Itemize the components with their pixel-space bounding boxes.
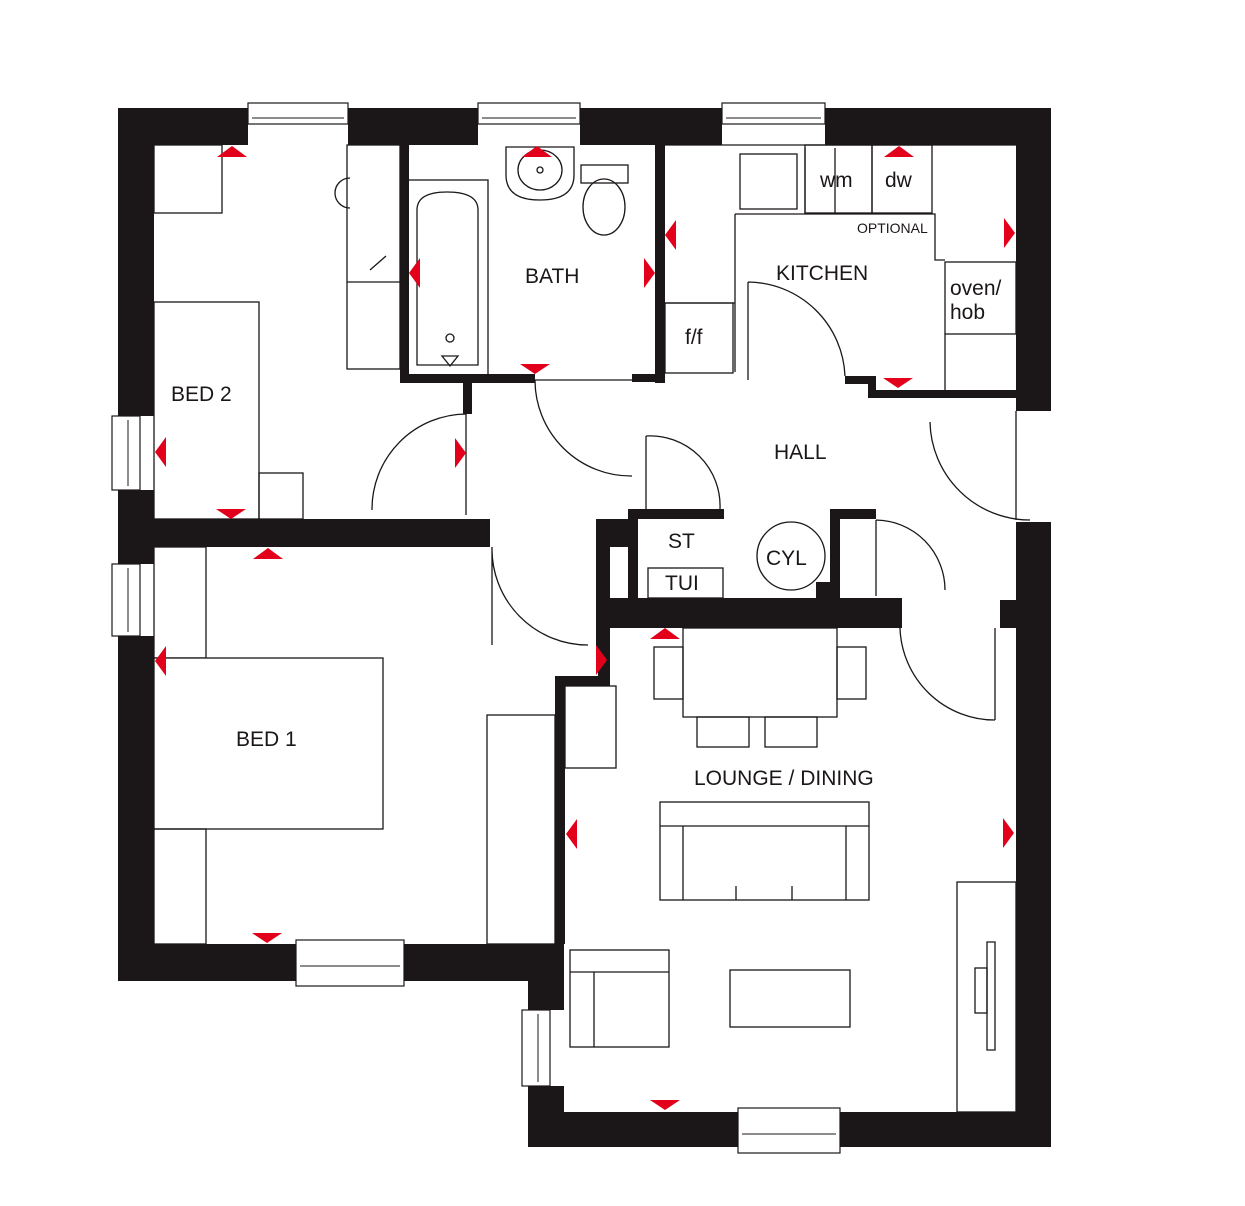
- dining-chair-bottom-1: [696, 716, 750, 748]
- dining-table: [682, 627, 838, 718]
- bed2-bedside-top: [153, 144, 223, 214]
- arrow-up-icon: [253, 548, 283, 559]
- toilet-bowl: [582, 178, 626, 236]
- arrow-down-icon: [520, 364, 550, 374]
- label-oven: oven/: [950, 277, 1002, 300]
- coffee-table: [729, 969, 851, 1028]
- room-label-hall: HALL: [774, 441, 827, 464]
- window-kitchen-top: [721, 102, 826, 125]
- oven-hob: [944, 261, 1017, 335]
- window-bath-top: [477, 102, 581, 125]
- bed2-door[interactable]: [371, 413, 467, 515]
- room-label-bed2: BED 2: [171, 383, 232, 406]
- window-bed2-left: [111, 415, 141, 491]
- tv-unit: [956, 881, 1017, 1113]
- label-dw: dw: [885, 169, 913, 192]
- label-hob: hob: [950, 301, 985, 324]
- arrow-left-icon: [155, 437, 166, 467]
- fridge-freezer: [664, 302, 734, 374]
- arrow-down-icon: [650, 1100, 680, 1110]
- bath-door[interactable]: [534, 379, 633, 477]
- label-wm: wm: [819, 169, 853, 192]
- arrow-right-icon: [455, 438, 466, 468]
- bed1-wardrobe: [486, 714, 556, 945]
- arrow-up-icon: [650, 628, 680, 639]
- arrow-right-icon: [644, 258, 655, 288]
- label-tui: TUI: [665, 572, 699, 595]
- arrow-down-icon: [216, 509, 246, 519]
- tv: [974, 967, 988, 1014]
- window-bed1-bottom: [295, 939, 405, 987]
- bed1-bedside-bottom: [153, 828, 207, 945]
- kitchen-sink: [739, 153, 798, 210]
- room-label-store: ST: [668, 530, 695, 553]
- label-optional: OPTIONAL: [857, 220, 928, 236]
- room-label-bed1: BED 1: [236, 728, 297, 751]
- window-lounge-left: [521, 1009, 551, 1087]
- bed1-door[interactable]: [491, 546, 589, 646]
- bath-tub: [406, 179, 489, 377]
- basin: [505, 146, 575, 201]
- arrow-left-icon: [566, 819, 577, 849]
- arrow-right-icon: [1004, 218, 1015, 248]
- room-label-bath: BATH: [525, 265, 579, 288]
- dining-chair-left: [653, 646, 684, 700]
- armchair: [569, 949, 670, 1048]
- store-door[interactable]: [645, 435, 721, 510]
- arrow-up-icon: [884, 146, 914, 157]
- kitchen-door[interactable]: [747, 281, 846, 380]
- arrow-down-icon: [883, 378, 913, 388]
- arrow-right-icon: [1003, 818, 1014, 848]
- dimension-arrows: [155, 146, 1015, 1110]
- external-walls: [118, 108, 1051, 1147]
- bed2-bed: [153, 301, 260, 520]
- internal-walls: [154, 145, 1016, 944]
- toilet-cistern: [580, 164, 629, 184]
- arrow-left-icon: [409, 258, 420, 288]
- lounge-door[interactable]: [899, 627, 996, 721]
- window-bed1-left: [111, 563, 141, 637]
- arrow-right-icon: [596, 645, 607, 675]
- bed1-bedside-top: [153, 546, 207, 659]
- bed1-bed: [153, 657, 384, 830]
- arrow-down-icon: [252, 933, 282, 943]
- cylinder: [756, 521, 826, 591]
- tui-unit: [647, 567, 724, 599]
- lounge-cupboard: [564, 685, 617, 769]
- appliance-labels: wm dw OPTIONAL oven/ hob f/f CYL TUI: [665, 169, 1002, 595]
- doors[interactable]: [371, 281, 1031, 721]
- bed2-wardrobe: [346, 144, 401, 370]
- bed2-bedside-bottom: [258, 472, 304, 520]
- front-door[interactable]: [929, 411, 1031, 521]
- label-cyl: CYL: [766, 547, 807, 570]
- bed2-lamp: [334, 177, 351, 209]
- window-bed2-top: [247, 102, 349, 125]
- sofa: [659, 801, 870, 901]
- worktop: [665, 144, 1016, 372]
- furniture: [153, 144, 1017, 1113]
- dining-chair-right: [836, 646, 867, 700]
- room-label-lounge: LOUNGE / DINING: [694, 767, 874, 790]
- window-lounge-bottom: [737, 1107, 841, 1154]
- room-label-kitchen: KITCHEN: [776, 262, 868, 285]
- label-ff: f/f: [685, 326, 703, 349]
- room-labels: BED 2 BATH KITCHEN HALL ST BED 1 LOUNGE …: [171, 262, 874, 790]
- arrow-up-icon: [217, 146, 247, 157]
- dining-chair-bottom-2: [764, 716, 818, 748]
- arrow-left-icon: [155, 646, 166, 676]
- windows: [111, 102, 841, 1154]
- arrow-up-icon: [522, 146, 552, 157]
- arrow-left-icon: [665, 220, 676, 250]
- cupboard-door[interactable]: [875, 519, 946, 596]
